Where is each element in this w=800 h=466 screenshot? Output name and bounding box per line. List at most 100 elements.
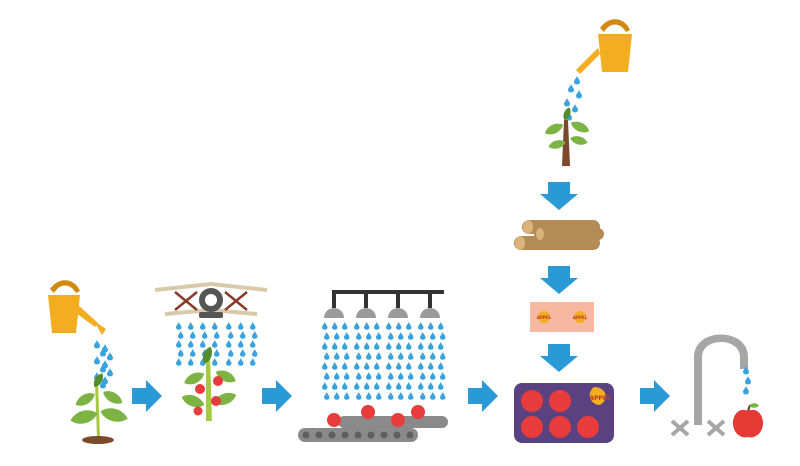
water-drop — [420, 372, 426, 380]
flow-arrow-icon — [540, 182, 578, 210]
water-drop — [226, 322, 232, 330]
water-drop — [430, 352, 436, 360]
water-drop — [342, 322, 348, 330]
cardboard-box-icon — [530, 302, 594, 332]
water-drop — [364, 382, 370, 390]
water-drop — [428, 322, 434, 330]
water-drop — [398, 332, 404, 340]
water-drop — [398, 352, 404, 360]
water-drop — [250, 322, 256, 330]
water-drop — [238, 340, 244, 348]
water-drop — [364, 322, 370, 330]
seedling-plant — [68, 371, 130, 444]
water-drop — [324, 392, 330, 400]
water-drop — [418, 322, 424, 330]
tomato-tray-icon — [514, 383, 614, 443]
water-drop — [324, 352, 330, 360]
water-drop — [745, 376, 751, 385]
water-drop — [406, 382, 412, 390]
water-drop — [388, 372, 394, 380]
water-drop — [188, 322, 194, 330]
water-drop — [374, 362, 380, 370]
water-drop — [190, 331, 196, 339]
water-drop — [94, 356, 100, 365]
water-drop — [107, 368, 113, 377]
water-drop — [428, 382, 434, 390]
water-drop — [396, 382, 402, 390]
wood-logs — [514, 220, 604, 250]
water-drop — [252, 331, 258, 339]
flow-arrow-icon — [132, 380, 162, 412]
box-tag-left-label: APPEL — [537, 315, 552, 320]
water-drop — [408, 392, 414, 400]
water-drop — [356, 392, 362, 400]
water-drop — [418, 342, 424, 350]
water-drop — [176, 322, 182, 330]
water-drop — [386, 382, 392, 390]
tray-tomato — [549, 390, 571, 412]
water-drop — [332, 382, 338, 390]
water-drop — [228, 349, 234, 357]
water-drop — [252, 349, 258, 357]
water-drop — [322, 382, 328, 390]
water-drop — [376, 392, 382, 400]
flow-arrow-icon — [540, 266, 578, 294]
water-drop — [396, 322, 402, 330]
water-drop — [388, 332, 394, 340]
water-drop — [190, 349, 196, 357]
water-drop — [334, 392, 340, 400]
water-drop — [240, 349, 246, 357]
plane-rain — [176, 322, 258, 366]
water-drop — [214, 349, 220, 357]
water-drop — [356, 352, 362, 360]
water-drop — [440, 372, 446, 380]
water-drop — [386, 322, 392, 330]
water-drop — [743, 386, 749, 395]
seedling-plant-icon — [68, 371, 130, 444]
water-drop — [366, 352, 372, 360]
water-drop — [428, 342, 434, 350]
water-drop — [202, 331, 208, 339]
sapling-icon — [543, 106, 591, 166]
water-drop — [386, 362, 392, 370]
flow-arrow-icon — [262, 380, 292, 412]
apple-icon — [733, 403, 763, 438]
water-drop — [178, 331, 184, 339]
water-drop — [240, 331, 246, 339]
tray-tag-label: APPEL — [589, 395, 611, 402]
water-drop — [354, 362, 360, 370]
water-drop — [102, 360, 108, 369]
water-drop — [376, 332, 382, 340]
water-drop — [107, 352, 113, 361]
water-drop — [322, 322, 328, 330]
apple — [733, 403, 763, 438]
water-drop — [94, 340, 100, 349]
flow-arrow-icon — [468, 380, 498, 412]
water-drop — [342, 382, 348, 390]
sprinkler-pipe-icon — [324, 290, 444, 318]
conveyor-belt — [298, 405, 448, 442]
water-drop — [366, 372, 372, 380]
watering-can-left — [48, 280, 106, 335]
faucet — [670, 334, 748, 437]
water-drop — [398, 372, 404, 380]
tray-tomato — [549, 416, 571, 438]
water-drop — [420, 352, 426, 360]
water-drop — [438, 342, 444, 350]
water-drop — [406, 322, 412, 330]
water-drop — [250, 340, 256, 348]
water-drop — [238, 322, 244, 330]
water-drop — [430, 332, 436, 340]
water-drop — [364, 342, 370, 350]
water-drop — [238, 358, 244, 366]
water-drop — [226, 358, 232, 366]
water-drop — [344, 332, 350, 340]
water-drop — [188, 358, 194, 366]
water-drop — [574, 76, 580, 85]
water-drop — [176, 340, 182, 348]
faucet-icon — [670, 334, 748, 437]
water-drop — [440, 392, 446, 400]
water-drop — [420, 392, 426, 400]
water-drop — [176, 358, 182, 366]
